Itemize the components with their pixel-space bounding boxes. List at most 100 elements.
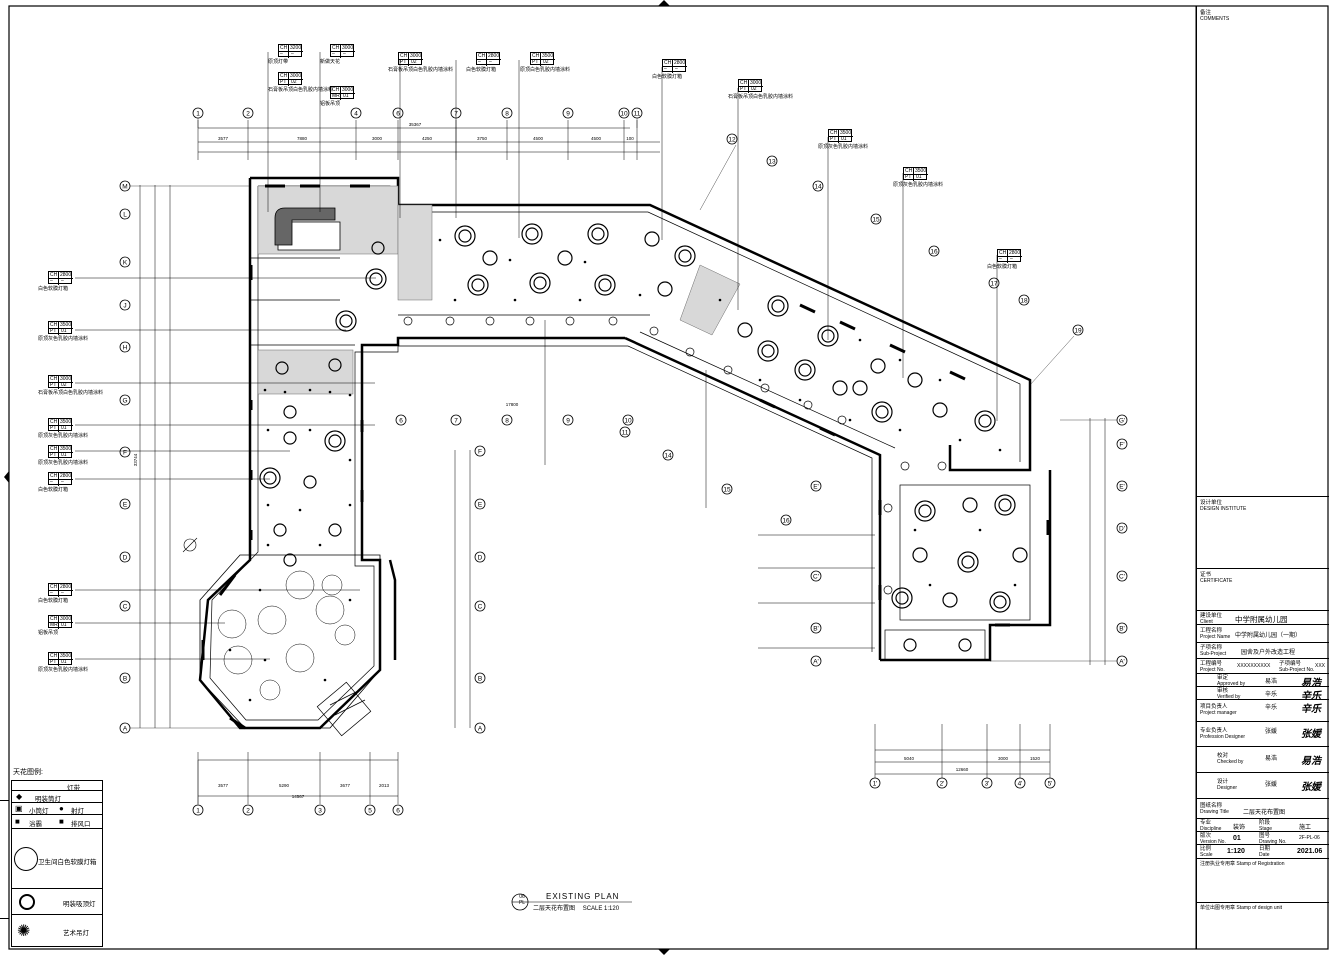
- legend-text-5: 明装吸顶灯: [63, 901, 96, 908]
- svg-text:B: B: [478, 676, 482, 683]
- callout-ch-label: CH: [50, 584, 58, 590]
- svg-text:7: 7: [454, 418, 458, 425]
- center-mark-bottom: [658, 949, 670, 955]
- drawing-title-label: 图纸名称: [1200, 803, 1223, 809]
- subproject-label: 子项名称: [1200, 645, 1223, 651]
- svg-text:4500: 4500: [533, 136, 544, 141]
- designer-label-en: Designer: [1217, 785, 1238, 791]
- callout-pt-label: MR: [50, 622, 58, 628]
- legend-head: 灯带: [67, 785, 80, 792]
- legend-row-3: ■ 浴霸 ■ 排风口: [11, 814, 103, 828]
- exhaust-fan-icon: ■: [59, 817, 64, 826]
- svg-text:G: G: [122, 398, 127, 405]
- sheet-number: 06: [519, 894, 525, 900]
- callout-ch-value: 2800: [674, 60, 686, 66]
- callout-ch-value: 2800: [60, 272, 72, 278]
- callout-ch-label: CH: [532, 53, 540, 59]
- approved-label: 审定: [1217, 675, 1229, 681]
- svg-text:4250: 4250: [422, 136, 433, 141]
- svg-text:10: 10: [624, 418, 632, 425]
- callout-description: 原顶灰色乳胶内墙涂料: [818, 144, 869, 150]
- chandelier-icon: ✺: [17, 923, 31, 940]
- callout-ch-value: 2800: [60, 584, 72, 590]
- drawing-title-cn-text: 二层天花布置图: [533, 906, 576, 912]
- callout-pt-value: –: [489, 59, 492, 65]
- callout-description: 铝板吊顶: [38, 630, 59, 636]
- callout-description: 原顶白色乳胶内墙涂料: [520, 67, 571, 73]
- callout-description: 石膏板吊顶白色乳胶内墙涂料: [268, 87, 334, 93]
- legend-row-6: ✺ 艺术吊灯: [11, 914, 103, 947]
- client-label: 建设单位: [1200, 613, 1223, 619]
- callout-ch-value: 3500: [60, 446, 72, 452]
- reg-label-cn: 注册执业专用章: [1200, 861, 1236, 867]
- callout-pt-value: 01: [841, 136, 847, 142]
- callout-pt-label: MR: [332, 93, 340, 99]
- svg-text:100: 100: [626, 136, 634, 141]
- svg-text:M: M: [122, 184, 127, 191]
- svg-text:2': 2': [940, 781, 945, 788]
- linear-lights: [201, 184, 1050, 730]
- svg-text:E': E': [1119, 484, 1125, 491]
- bath-heater-icon: ■: [15, 817, 20, 826]
- legend-row-2: ▣ 小筒灯 ● 射灯: [11, 802, 103, 815]
- callout-ch-label: CH: [50, 376, 58, 382]
- callout-pt-label: –: [50, 590, 53, 596]
- callout-pt-value: 02: [61, 382, 67, 388]
- callout-pt-value: 02: [543, 59, 549, 65]
- svg-text:35367: 35367: [409, 122, 422, 127]
- svg-text:7880: 7880: [297, 136, 308, 141]
- approved-value: 易浩: [1265, 679, 1278, 685]
- callout-pt-value: –: [675, 66, 678, 72]
- legend-text-4: 卫生间白色软膜灯箱: [38, 859, 97, 866]
- svg-text:B': B': [813, 626, 819, 633]
- octagon-light-circles: [217, 570, 356, 701]
- callout-ch-value: 3500: [542, 53, 554, 59]
- svg-text:18: 18: [1020, 298, 1028, 305]
- drawing-title-cn: 二层天花布置图 SCALE 1:120: [533, 903, 619, 912]
- callout-ch-label: CH: [664, 60, 672, 66]
- callout-description: 原顶灯带: [268, 59, 289, 65]
- svg-text:K: K: [123, 260, 128, 267]
- svg-text:1: 1: [196, 111, 200, 118]
- callout-ch-value: 3000: [342, 45, 354, 51]
- pm-value: 辛乐: [1265, 705, 1278, 711]
- subproject-label-en: Sub-Project: [1200, 651, 1227, 657]
- callout-pt-value: 01: [61, 425, 67, 431]
- top-dimension-chain: [197, 120, 660, 160]
- bottom-dimension-chain: [197, 724, 1051, 804]
- center-mark-left: [4, 471, 9, 483]
- svg-text:9: 9: [566, 111, 570, 118]
- legend-text-2b: 射灯: [71, 808, 84, 815]
- callout-ch-value: 3000: [60, 616, 72, 622]
- callout-description: 铝板吊顶: [320, 101, 341, 107]
- callout-pt-value: 02: [751, 86, 757, 92]
- svg-text:14: 14: [814, 184, 822, 191]
- legend-text-2a: 小筒灯: [29, 808, 49, 815]
- svg-text:13: 13: [768, 159, 776, 166]
- callout-description: 新做天花: [320, 59, 341, 65]
- svg-text:8: 8: [505, 418, 509, 425]
- callout-pt-value: 01: [61, 452, 67, 458]
- callout-ch-value: 3500: [915, 168, 927, 174]
- north-arrow-icon: [182, 537, 198, 553]
- registration-stamp-cell: 注册执业专用章 Stamp of Registration: [1197, 858, 1329, 902]
- svg-text:G': G': [1119, 418, 1125, 425]
- svg-text:L: L: [123, 212, 127, 219]
- prof-signature: 张媛: [1301, 729, 1321, 740]
- subproject-value: 园舍及户外改造工程: [1241, 650, 1296, 656]
- callout-pt-label: –: [332, 51, 335, 57]
- svg-text:4500: 4500: [591, 136, 602, 141]
- svg-text:6: 6: [396, 808, 400, 815]
- callout-ch-label: CH: [999, 250, 1007, 256]
- callout-description: 原顶灰色乳胶内墙涂料: [38, 336, 89, 342]
- svg-text:19: 19: [1074, 328, 1082, 335]
